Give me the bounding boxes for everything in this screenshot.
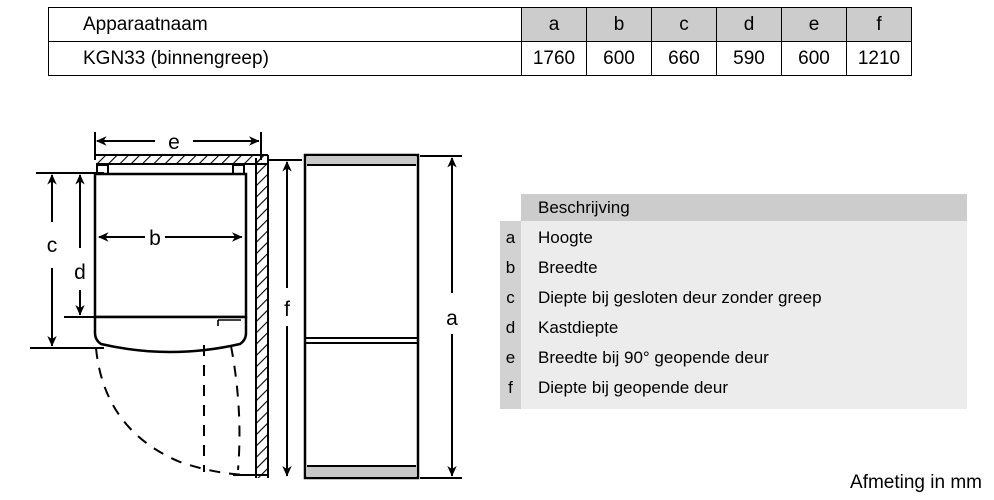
table-header-row: Apparaatnaam a b c d e f [48, 7, 912, 42]
legend-letter-f: f [500, 373, 521, 403]
dimension-label-f: f [284, 298, 290, 321]
legend-letter-c: c [500, 283, 521, 313]
table-header-apparaatnaam: Apparaatnaam [48, 7, 522, 42]
legend-description-c: Diepte bij gesloten deur zonder greep [538, 288, 822, 307]
dimension-a: a [420, 155, 462, 479]
dimension-label-c: c [47, 234, 58, 257]
dimension-e: e [94, 131, 262, 160]
legend-description-e: Breedte bij 90° geopende deur [538, 348, 769, 367]
wall-hatch-horizontal [96, 154, 268, 165]
table-header-a: a [521, 7, 587, 42]
legend-row-e: e Breedte bij 90° geopende deur [500, 343, 967, 373]
dimension-b: b [98, 227, 243, 250]
door-swing-dashed [95, 345, 249, 476]
appliance-front-view [303, 153, 420, 480]
cell-value-d: 590 [716, 41, 782, 76]
table-row: KGN33 (binnengreep) 1760 600 660 590 600… [48, 41, 912, 76]
legend-row-f: f Diepte bij geopende deur [500, 373, 967, 403]
legend-header-row: Beschrijving [500, 194, 967, 221]
dimension-f: f [268, 159, 302, 477]
spec-table: Apparaatnaam a b c d e f KGN33 (binnengr… [48, 7, 912, 76]
legend-row-c: c Diepte bij gesloten deur zonder greep [500, 283, 967, 313]
legend-letter-e: e [500, 343, 521, 373]
dimension-label-b: b [149, 227, 161, 250]
wall-hatch-vertical [255, 155, 269, 478]
appliance-plan-body [93, 172, 248, 354]
hinge-marks [96, 164, 245, 175]
dimension-label-d: d [74, 261, 86, 284]
table-header-e: e [781, 7, 847, 42]
unit-footnote: Afmeting in mm [850, 472, 982, 493]
legend-row-b: b Breedte [500, 253, 967, 283]
legend-letter-b: b [500, 253, 521, 283]
legend-row-a: a Hoogte [500, 223, 967, 253]
cell-value-c: 660 [651, 41, 717, 76]
cell-value-a: 1760 [521, 41, 587, 76]
dimension-label-a: a [446, 307, 458, 330]
legend-description-b: Breedte [538, 258, 598, 277]
legend-description-a: Hoogte [538, 228, 593, 247]
cell-value-f: 1210 [846, 41, 912, 76]
cell-value-e: 600 [781, 41, 847, 76]
dimension-d: d [64, 172, 104, 318]
table-header-c: c [651, 7, 717, 42]
table-header-f: f [846, 7, 912, 42]
legend-header-background [521, 194, 967, 221]
legend-letter-d: d [500, 313, 521, 343]
legend-description-d: Kastdiepte [538, 318, 619, 337]
cell-value-b: 600 [586, 41, 652, 76]
legend-body: a Hoogte b Breedte c Diepte bij gesloten… [500, 221, 967, 409]
legend-letter-a: a [500, 223, 521, 253]
legend-panel: Beschrijving a Hoogte b Breedte c Diepte… [500, 194, 967, 409]
table-header-d: d [716, 7, 782, 42]
dimension-label-e: e [168, 131, 180, 154]
cell-appliance-name: KGN33 (binnengreep) [48, 41, 522, 76]
legend-row-d: d Kastdiepte [500, 313, 967, 343]
legend-description-f: Diepte bij geopende deur [538, 378, 728, 397]
legend-header-label: Beschrijving [538, 198, 630, 217]
